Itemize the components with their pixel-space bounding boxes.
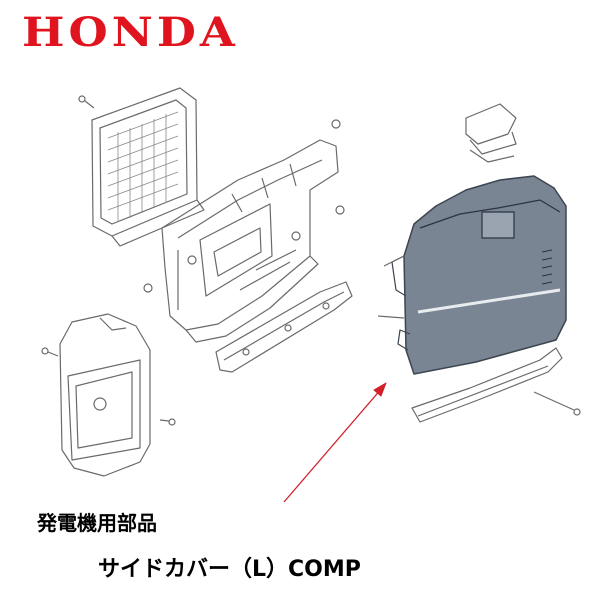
indicator-arrow [283,382,387,503]
front-panel [59,313,151,477]
screw [78,95,86,103]
side-cover-l-highlighted [391,175,567,375]
main-frame [161,139,339,343]
category-label: 発電機用部品 [37,511,157,535]
screw-shaft [159,419,170,422]
screw-shaft [84,100,95,109]
clip [143,283,153,293]
rear-grille-panel [91,87,205,247]
screw [168,418,176,426]
cap-gasket [469,149,515,163]
long-bolt [533,391,575,411]
latch [383,255,405,267]
clip [331,119,341,129]
lower-rail [215,281,353,373]
screw-shaft [47,351,59,357]
clip [335,205,345,215]
latch [377,315,405,319]
bottom-trim [411,347,563,423]
bolt-head [573,408,581,416]
part-name-label: サイドカバー（L）COMP [98,557,361,582]
top-cap [465,103,517,155]
screw [41,347,49,355]
honda-logo: HONDA [22,8,239,57]
